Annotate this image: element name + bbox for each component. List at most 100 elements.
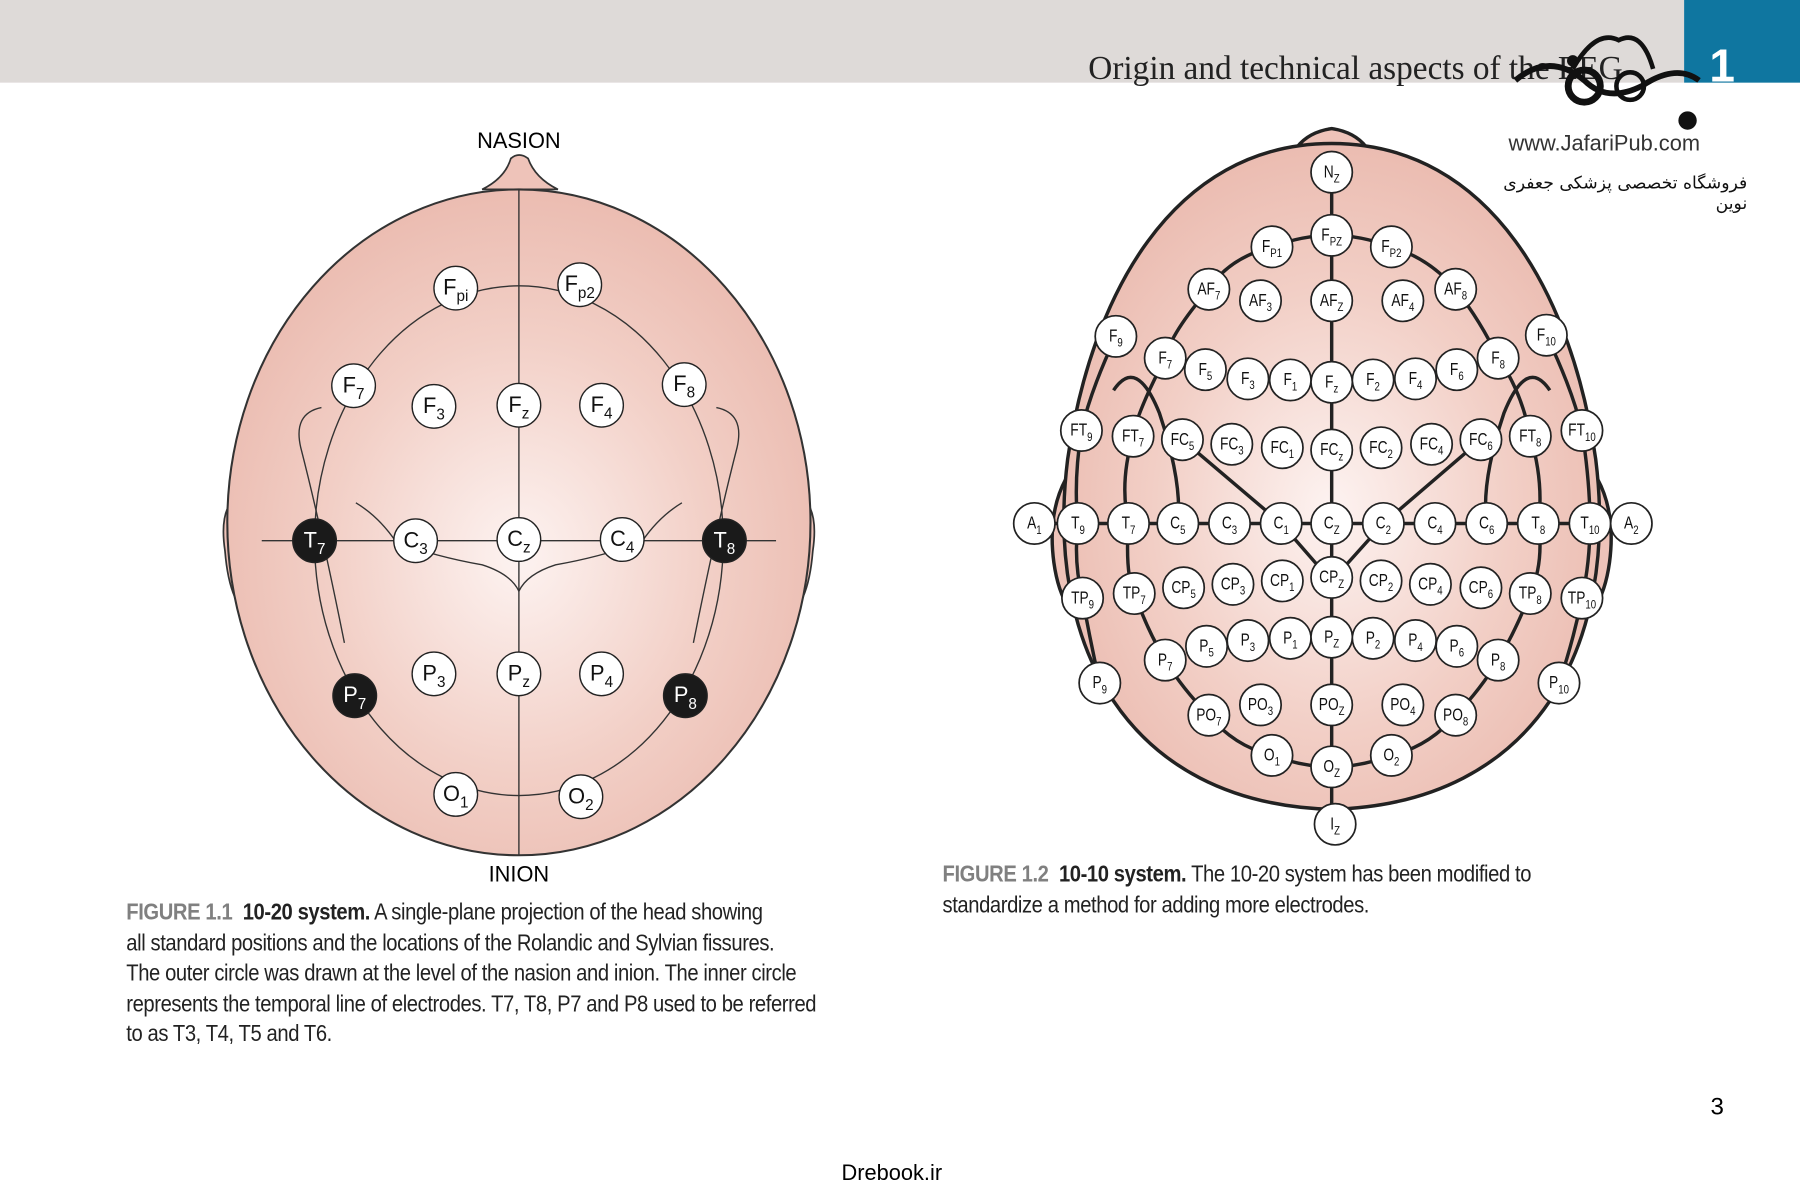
- electrode-f4: F4: [579, 382, 625, 428]
- electrode-circle: [1435, 348, 1479, 392]
- electrode-circle: [1351, 616, 1395, 660]
- electrode-p2: P2: [1351, 616, 1395, 660]
- electrode-circle: [1156, 501, 1200, 546]
- electrode-circle: [1381, 683, 1425, 727]
- electrode-f7: F7: [331, 363, 377, 409]
- electrode-circle: [557, 262, 603, 308]
- electrode-o2: O2: [1369, 733, 1413, 777]
- electrode-circle: [433, 265, 479, 311]
- electrode-label: F1: [1283, 371, 1297, 394]
- electrode-label: Pz: [508, 660, 530, 691]
- electrode-label: FPZ: [1321, 226, 1342, 249]
- electrode-circle: [331, 363, 377, 409]
- electrode-circle: [1560, 408, 1604, 453]
- electrode-p3: P3: [411, 651, 457, 697]
- electrode-label: P7: [1158, 651, 1173, 674]
- electrode-f6: F6: [1435, 348, 1479, 392]
- electrode-circle: [1310, 745, 1354, 789]
- electrode-label: T8: [713, 527, 735, 558]
- electrode-circle: [1250, 225, 1294, 269]
- electrode-circle: [1162, 566, 1206, 610]
- electrode-label: TP7: [1123, 584, 1146, 607]
- electrode-circle: [558, 774, 604, 820]
- electrode-fp2: FP2: [1369, 225, 1413, 269]
- electrode-label: FT10: [1568, 421, 1596, 444]
- page-number: 3: [1710, 1094, 1724, 1121]
- electrode-label: F3: [423, 393, 445, 424]
- electrode-po7: PO7: [1187, 693, 1231, 737]
- electrode-circle: [1078, 661, 1122, 705]
- electrode-circle: [1259, 501, 1303, 546]
- electrode-label: TP9: [1071, 589, 1094, 612]
- electrode-label: AF4: [1391, 292, 1414, 315]
- electrode-label: CP4: [1418, 575, 1442, 598]
- electrode-label: PZ: [1324, 628, 1339, 651]
- electrode-circle: [1226, 357, 1270, 401]
- electrode-label: C1: [1274, 514, 1289, 537]
- electrode-circle: [1476, 336, 1520, 380]
- electrode-circle: [1609, 501, 1653, 546]
- electrode-label: C5: [1170, 514, 1185, 537]
- electrode-circle: [1465, 501, 1509, 546]
- electrode-label: PO7: [1196, 706, 1221, 729]
- electrode-label: P6: [1450, 637, 1465, 660]
- electrode-cpz: CPZ: [1310, 555, 1354, 599]
- electrode-circle: [1381, 279, 1425, 323]
- electrode-label: O2: [1383, 746, 1399, 769]
- electrode-f10: F10: [1524, 313, 1568, 357]
- electrode-label: AF7: [1197, 280, 1220, 303]
- electrode-label: NZ: [1324, 163, 1340, 186]
- electrode-circle: [1012, 501, 1056, 546]
- electrode-label: FC5: [1171, 430, 1195, 453]
- electrode-circle: [1435, 624, 1479, 668]
- electrode-p3: P3: [1226, 619, 1270, 663]
- electrode-circle: [1434, 267, 1478, 311]
- chapter-number-box: 1: [1684, 0, 1800, 90]
- electrode-nz: NZ: [1310, 150, 1354, 194]
- electrode-label: AFZ: [1320, 292, 1344, 315]
- electrode-circle: [1160, 418, 1204, 462]
- electrode-p10: P10: [1537, 661, 1581, 705]
- electrode-circle: [701, 518, 747, 564]
- electrode-label: FC4: [1420, 435, 1444, 458]
- electrode-label: P9: [1093, 674, 1108, 697]
- electrode-label: IZ: [1330, 815, 1340, 838]
- electrode-circle: [292, 518, 338, 564]
- electrode-circle: [1061, 576, 1105, 620]
- electrode-label: F6: [1450, 360, 1464, 383]
- caption-line: all standard positions and the locations…: [126, 930, 775, 956]
- caption-line: represents the temporal line of electrod…: [126, 991, 817, 1017]
- electrode-c2: C2: [1361, 501, 1405, 546]
- electrode-label: P8: [1491, 651, 1506, 674]
- electrode-circle: [1459, 566, 1503, 610]
- electrode-label: CP1: [1270, 572, 1294, 595]
- electrode-cp3: CP3: [1211, 562, 1255, 606]
- electrode-circle: [579, 651, 625, 697]
- electrode-c5: C5: [1156, 501, 1200, 546]
- electrode-tp9: TP9: [1061, 576, 1105, 620]
- electrode-label: P1: [1283, 629, 1298, 652]
- electrode-circle: [1059, 408, 1103, 453]
- electrode-tp7: TP7: [1112, 571, 1156, 616]
- electrode-c6: C6: [1465, 501, 1509, 546]
- electrode-circle: [579, 382, 625, 428]
- electrode-label: Fp2: [565, 271, 595, 302]
- electrode-f3: F3: [411, 383, 457, 429]
- electrode-label: P4: [590, 660, 614, 691]
- electrode-circle: [1094, 314, 1138, 358]
- caption-line: The 10-20 system has been modified to: [1191, 862, 1532, 888]
- electrode-label: AF8: [1444, 280, 1467, 303]
- electrode-label: FC6: [1469, 430, 1493, 453]
- electrode-f5: F5: [1183, 348, 1227, 392]
- electrode-label: F5: [1199, 360, 1213, 383]
- electrode-label: CP2: [1369, 572, 1393, 595]
- electrode-a2: A2: [1609, 501, 1653, 546]
- electrode-label: TP8: [1519, 584, 1542, 607]
- header-band: [0, 0, 1685, 83]
- electrode-circle: [1226, 619, 1270, 663]
- electrode-label: FT8: [1519, 427, 1541, 450]
- electrode-circle: [1410, 422, 1454, 466]
- electrode-ft8: FT8: [1508, 414, 1552, 458]
